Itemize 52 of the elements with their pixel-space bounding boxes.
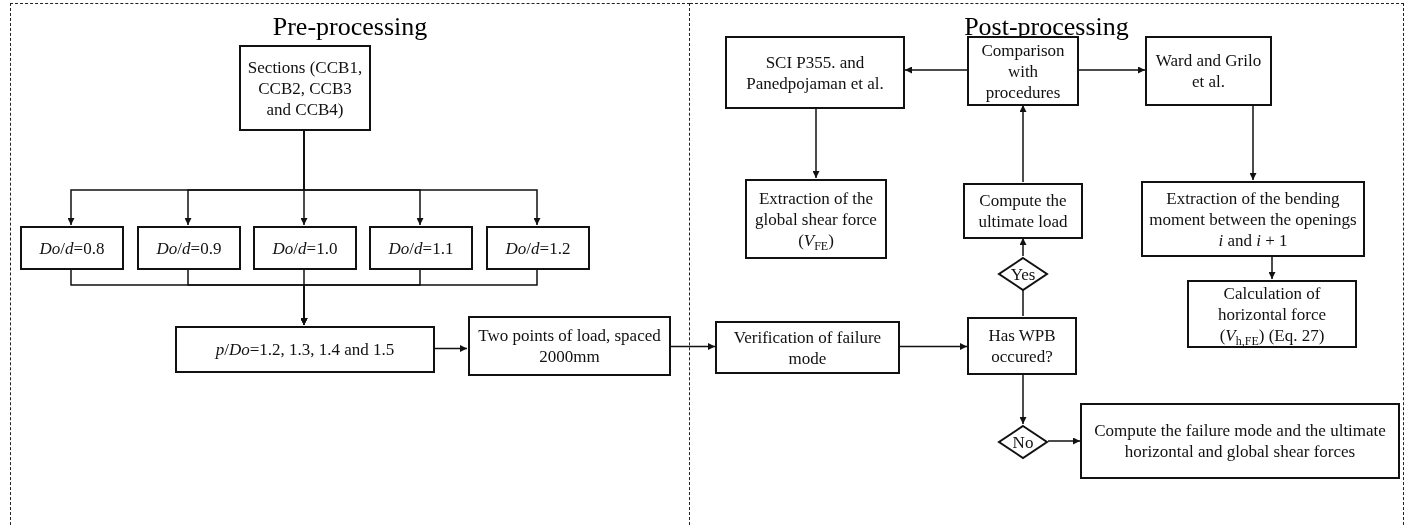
- process-box: [715, 321, 900, 374]
- arrow: [1019, 373, 1027, 425]
- box-text: Do/d=1.0: [272, 237, 338, 259]
- process-box: [1187, 280, 1357, 348]
- box-text: SCI P355. and Panedpojaman et al.: [745, 51, 885, 94]
- section-panel: [10, 3, 690, 525]
- box-text: Ward and Grilo et al.: [1154, 50, 1263, 92]
- section-panel: [690, 3, 1404, 525]
- box-text: Two points of load, spaced 2000mm: [477, 325, 662, 367]
- box-text: Extraction of the global shear force (V$_{FE}$): [754, 187, 878, 251]
- box-text: Verification of failure mode: [732, 326, 883, 369]
- box-text: Compute the failure mode and the ultimate horizontal and global shear forces: [1093, 420, 1387, 462]
- process-box: [137, 226, 241, 270]
- box-text: Yes: [1010, 263, 1036, 285]
- box-text: Extraction of the bending moment between the openings i and i + 1: [1149, 187, 1357, 251]
- process-box: [369, 226, 473, 270]
- process-box: [963, 183, 1083, 239]
- arrow: [303, 129, 541, 226]
- arrow: [904, 66, 968, 74]
- process-box: [745, 179, 887, 259]
- box-text: Do/d=0.9: [156, 237, 222, 259]
- process-box: [1145, 36, 1272, 106]
- box-text: p/Do=1.2, 1.3, 1.4 and 1.5: [215, 339, 395, 360]
- arrow: [1019, 104, 1027, 183]
- process-box: [239, 45, 371, 131]
- box-text: Do/d=1.1: [388, 237, 454, 259]
- process-box: [486, 226, 590, 270]
- process-box: [468, 316, 671, 376]
- box-text: Sections (CCB1, CCB2, CCB3 and CCB4): [247, 56, 363, 120]
- arrow: [1078, 66, 1146, 74]
- process-box: [253, 226, 357, 270]
- connector-line: [1022, 289, 1024, 317]
- process-box: [175, 326, 435, 373]
- arrow: [300, 268, 538, 326]
- box-text: No: [1012, 431, 1034, 453]
- box-text: Compute the ultimate load: [977, 190, 1069, 232]
- process-box: [1141, 181, 1365, 257]
- arrow: [1249, 104, 1257, 181]
- arrow: [1268, 255, 1276, 280]
- arrow: [899, 343, 968, 350]
- box-text: Calculation of horizontal force (V$_{h,FE}$) (Eq. 27): [1216, 282, 1328, 346]
- arrow: [1047, 437, 1081, 445]
- process-box: [20, 226, 124, 270]
- box-text: Has WPB occured?: [987, 325, 1057, 367]
- process-box: [967, 317, 1077, 375]
- process-box: [1080, 403, 1400, 479]
- arrow: [1019, 237, 1027, 257]
- box-text: Do/d=1.2: [505, 237, 571, 259]
- box-text: Do/d=0.8: [39, 237, 105, 259]
- box-text: Comparison with procedures: [980, 40, 1066, 103]
- arrow: [812, 107, 820, 179]
- process-box: [725, 36, 905, 109]
